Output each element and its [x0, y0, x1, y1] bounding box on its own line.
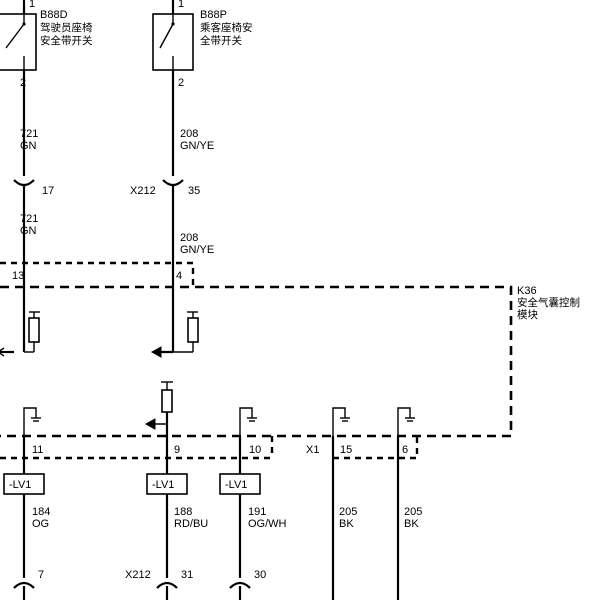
wire-w8-color: BK — [339, 518, 354, 530]
wire-w4-circuit: 208 — [180, 232, 198, 244]
b88p-name-1: 乘客座椅安 — [200, 21, 253, 34]
wire-w1-circuit: 721 — [20, 128, 38, 140]
k36-name-1: 安全气囊控制 — [517, 296, 580, 309]
b88d-name-2: 安全带开关 — [40, 34, 93, 47]
b88d-ref: B88D — [40, 9, 68, 21]
pin-4: 4 — [176, 270, 182, 282]
wire-w2-circuit: 721 — [20, 213, 38, 225]
load-box-2: -LV1 — [146, 473, 188, 495]
pin-6: 6 — [402, 444, 408, 456]
pin-10: 10 — [249, 444, 261, 456]
connector-x212-31: X212 31 — [125, 569, 193, 600]
pin-9: 9 — [174, 444, 180, 456]
wire-w9-color: BK — [404, 518, 419, 530]
load-label-2: -LV1 — [152, 479, 174, 491]
k36-name-2: 模块 — [517, 309, 538, 321]
connector-x1: X1 — [306, 444, 319, 456]
wire-w5-color: OG — [32, 518, 49, 530]
wire-w4-color: GN/YE — [180, 244, 214, 256]
internal-resistor-right — [173, 311, 199, 353]
wire-w3-color: GN/YE — [180, 140, 214, 152]
wire-w1-color: GN — [20, 140, 37, 152]
connector-x212-35: X212 35 — [130, 179, 200, 198]
b88p-name-2: 全带开关 — [200, 34, 242, 47]
b88d-name-1: 驾驶员座椅 — [40, 21, 93, 34]
switch-b88p: 1 B88P 乘客座椅安 全带开关 2 — [152, 0, 253, 89]
pin-13: 13 — [12, 270, 24, 282]
pin-31: 31 — [181, 569, 193, 581]
connector-x212-bottom: X212 — [125, 569, 151, 581]
wire-w2-color: GN — [20, 225, 37, 237]
pin-7: 7 — [38, 569, 44, 581]
connector-17: 17 — [13, 179, 54, 198]
k36-ref: K36 — [517, 285, 537, 297]
load-label-3: -LV1 — [225, 479, 247, 491]
connector-30: 30 — [229, 569, 266, 600]
wire-w7-circuit: 191 — [248, 506, 266, 518]
connector-7: 7 — [13, 569, 44, 600]
wire-w8-circuit: 205 — [339, 506, 357, 518]
load-label-1: -LV1 — [9, 479, 31, 491]
wire-w6-circuit: 188 — [174, 506, 192, 518]
wire-w7-color: OG/WH — [248, 518, 287, 530]
wire-w6-color: RD/BU — [174, 518, 208, 530]
pin-30: 30 — [254, 569, 266, 581]
internal-resistor-left — [24, 311, 40, 353]
b88p-pin-bottom: 2 — [178, 77, 184, 89]
internal-resistor-middle — [144, 381, 173, 430]
pin-15: 15 — [340, 444, 352, 456]
load-box-3: -LV1 — [219, 473, 261, 495]
connector-x212-top: X212 — [130, 185, 156, 197]
wire-w3-circuit: 208 — [180, 128, 198, 140]
wire-w9-circuit: 205 — [404, 506, 422, 518]
load-box-1: -LV1 — [3, 473, 45, 495]
pin-35: 35 — [188, 185, 200, 197]
pin-17: 17 — [42, 185, 54, 197]
switch-b88d: 1 B88D 驾驶员座椅 安全带开关 2 — [0, 0, 93, 89]
module-k36-outline: 13 4 K36 安全气囊控制 模块 — [0, 261, 580, 460]
b88p-pin-top: 1 — [178, 0, 184, 10]
ground-symbols — [23, 407, 415, 436]
pin-11: 11 — [32, 444, 43, 456]
b88d-pin-top: 1 — [29, 0, 35, 10]
wire-w5-circuit: 184 — [32, 506, 50, 518]
b88p-ref: B88P — [200, 9, 227, 21]
